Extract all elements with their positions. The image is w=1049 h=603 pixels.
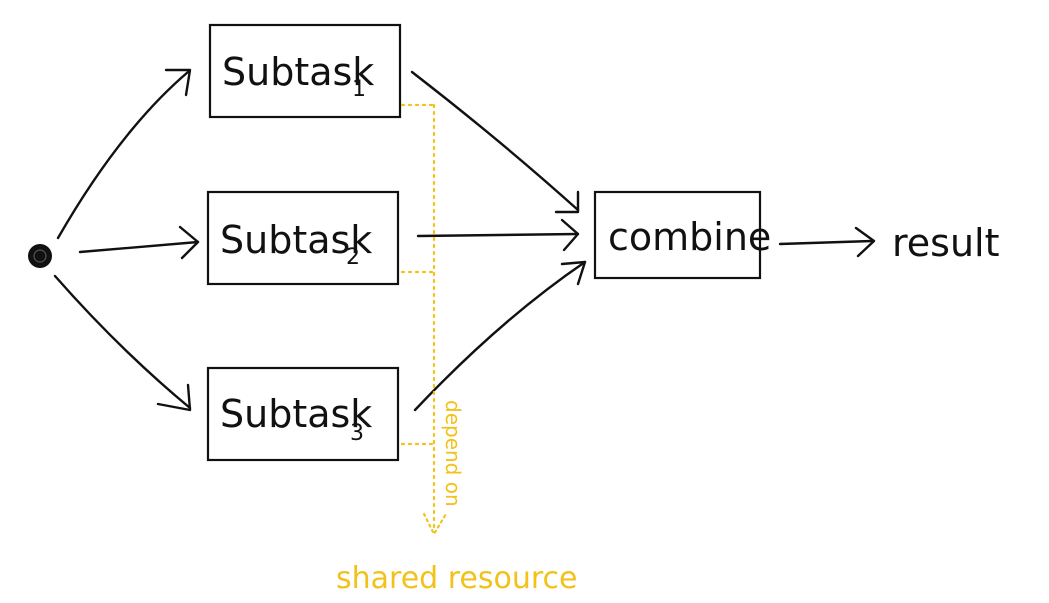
subtask-2-node: Subtask 2 [206, 190, 400, 286]
join-arrow-2 [416, 218, 580, 252]
combine-node: combine [593, 190, 771, 280]
fork-arrow-3 [53, 274, 192, 412]
depend-on-label: depend on [441, 400, 465, 507]
join-arrow-1 [410, 70, 580, 214]
dependency-connector [400, 103, 448, 537]
subtask-3-node: Subtask 3 [206, 366, 400, 462]
subtask-2-label: Subtask [220, 218, 372, 262]
fork-arrow-2 [78, 225, 200, 260]
join-arrow-3 [413, 260, 587, 412]
fork-arrow-1 [56, 68, 192, 240]
subtask-3-index: 3 [350, 421, 364, 446]
subtask-1-node: Subtask 1 [208, 23, 402, 119]
result-label: result [892, 221, 1000, 265]
start-node [28, 244, 52, 268]
subtask-1-label: Subtask [222, 50, 374, 94]
shared-resource-label: shared resource [336, 561, 578, 596]
subtask-1-index: 1 [352, 77, 366, 102]
subtask-2-index: 2 [346, 245, 360, 270]
subtask-3-label: Subtask [220, 392, 372, 436]
result-arrow [778, 226, 876, 258]
combine-label: combine [608, 215, 771, 259]
